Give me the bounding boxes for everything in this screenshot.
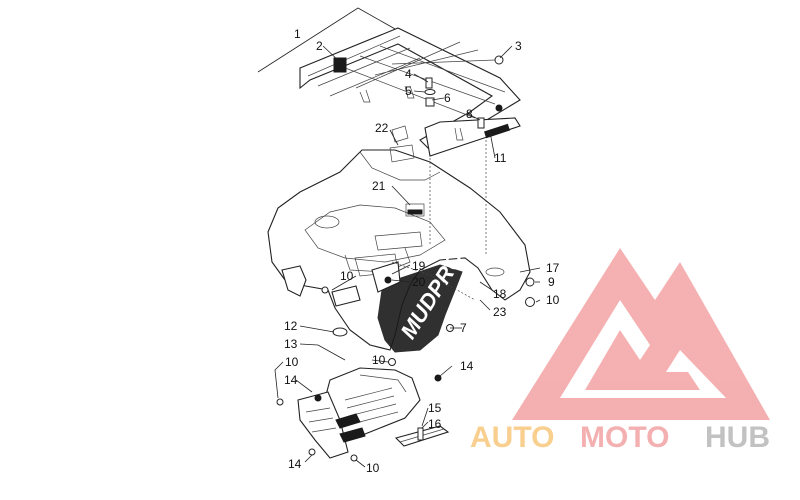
callout-13: 13 [284,337,298,351]
rear-fender: MUDPRO [267,125,531,353]
callout-22: 22 [375,121,389,135]
watermark-triangle-mark [512,248,770,420]
callout-10-bottom: 10 [366,461,380,475]
callout-18: 18 [493,287,507,301]
callout-3: 3 [515,39,522,53]
callout-14-right: 14 [460,359,474,373]
footrest [276,358,442,462]
callout-4: 4 [405,67,412,81]
callout-17: 17 [546,261,560,275]
footrest-trim [308,425,450,456]
callout-1: 1 [294,27,301,41]
callout-21: 21 [372,179,386,193]
callout-10-fender: 10 [340,269,354,283]
watermark-text-auto: AUTO [470,421,554,454]
callout-5: 5 [405,84,412,98]
callout-10-rightlower: 10 [546,293,560,307]
rear-rack [257,7,521,157]
leader-lines [274,45,541,468]
fender-right-hardware [446,277,535,332]
callout-7: 7 [460,321,467,335]
callout-16: 16 [428,417,442,431]
callout-10-left: 10 [285,355,299,369]
callout-labels: 1 2 3 4 5 6 7 8 9 10 10 10 10 10 11 12 1… [284,27,560,475]
callout-10-center: 10 [372,353,386,367]
callout-15: 15 [428,401,442,415]
watermark-text-hub: HUB [705,421,770,454]
callout-8: 8 [466,107,473,121]
callout-12: 12 [284,319,298,333]
watermark-logo: AUTO MOTO HUB [470,248,770,454]
callout-14-bottom: 14 [288,457,302,471]
watermark-text-moto: MOTO [580,421,669,454]
callout-23: 23 [493,305,507,319]
callout-2: 2 [316,39,323,53]
callout-14-left: 14 [284,373,298,387]
callout-19: 19 [412,259,426,273]
callout-9: 9 [548,275,555,289]
callout-20: 20 [412,275,426,289]
callout-11: 11 [494,151,507,165]
callout-6: 6 [444,91,451,105]
